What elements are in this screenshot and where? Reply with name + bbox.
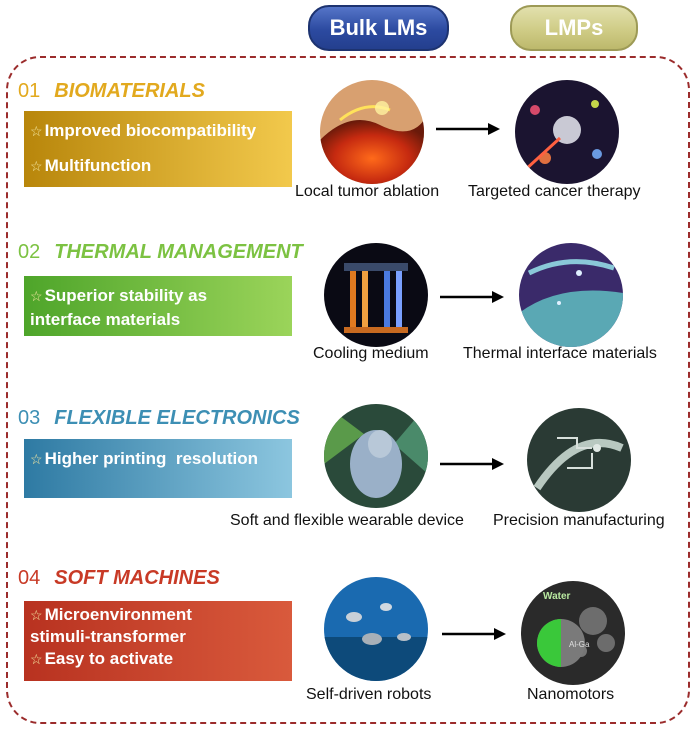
left-caption: Self-driven robots	[306, 686, 432, 703]
right-caption: Targeted cancer therapy	[468, 183, 641, 200]
left-caption: Soft and flexible wearable device	[230, 512, 464, 529]
section-number: 02	[18, 241, 41, 263]
feature-point: ☆Higher printing resolution	[30, 449, 259, 468]
star-icon: ☆	[30, 607, 43, 623]
section-heading-biomaterials: 01 BIOMATERIALS	[18, 80, 205, 103]
section-heading-soft-machines: 04 SOFT MACHINES	[18, 567, 220, 590]
feature-point: stimuli-transformer	[30, 627, 186, 646]
arrow-icon	[436, 123, 500, 135]
star-icon: ☆	[30, 288, 43, 304]
feature-point: ☆Improved biocompatibility	[30, 121, 257, 140]
wearable-device-image	[324, 404, 428, 508]
lmps-label: LMPs	[544, 15, 604, 40]
bulk-lms-label: Bulk LMs	[329, 15, 428, 40]
left-caption: Cooling medium	[313, 345, 429, 362]
water-label: Water	[543, 591, 571, 602]
nanomotor-image: Water Al-Ga	[521, 581, 625, 685]
feature-point: ☆Multifunction	[30, 156, 152, 175]
star-icon: ☆	[30, 651, 43, 667]
section-heading-flexible-electronics: 03 FLEXIBLE ELECTRONICS	[18, 407, 300, 430]
section-number: 04	[18, 567, 41, 589]
bulk-lms-header: Bulk LMs	[308, 5, 449, 51]
nanoparticle-therapy-image	[515, 80, 619, 184]
alga-label: Al-Ga	[569, 640, 590, 649]
feature-box-flexible-electronics: ☆Higher printing resolution	[24, 439, 292, 498]
section-title: FLEXIBLE ELECTRONICS	[54, 407, 300, 429]
section-heading-thermal-management: 02 THERMAL MANAGEMENT	[18, 241, 303, 264]
star-icon: ☆	[30, 158, 43, 174]
tumor-ablation-image	[320, 80, 424, 184]
feature-point: ☆Superior stability as	[30, 286, 208, 305]
arrow-icon	[440, 291, 504, 303]
left-caption: Local tumor ablation	[295, 183, 440, 200]
feature-box-biomaterials: ☆Improved biocompatibility ☆Multifunctio…	[24, 111, 292, 187]
right-caption: Nanomotors	[527, 686, 615, 703]
arrow-icon	[442, 628, 506, 640]
section-title: SOFT MACHINES	[54, 567, 220, 589]
feature-point: interface materials	[30, 310, 181, 329]
feature-point: ☆Easy to activate	[30, 649, 174, 668]
star-icon: ☆	[30, 123, 43, 139]
star-icon: ☆	[30, 451, 43, 467]
section-number: 03	[18, 407, 41, 429]
self-driven-robots-image	[324, 577, 428, 681]
lmps-header: LMPs	[510, 5, 638, 51]
feature-box-soft-machines: ☆Microenvironment stimuli-transformer ☆E…	[24, 601, 292, 681]
feature-point: ☆Microenvironment	[30, 605, 192, 624]
section-number: 01	[18, 80, 41, 102]
arrow-icon	[440, 458, 504, 470]
thermal-interface-image	[519, 243, 623, 347]
right-caption: Thermal interface materials	[463, 345, 657, 362]
dashed-frame	[6, 56, 690, 724]
section-title: THERMAL MANAGEMENT	[54, 241, 303, 263]
right-caption: Precision manufacturing	[493, 512, 665, 529]
precision-circuit-image	[527, 408, 631, 512]
feature-box-thermal-management: ☆Superior stability as interface materia…	[24, 276, 292, 336]
cooling-medium-image	[324, 243, 428, 347]
section-title: BIOMATERIALS	[54, 80, 205, 102]
